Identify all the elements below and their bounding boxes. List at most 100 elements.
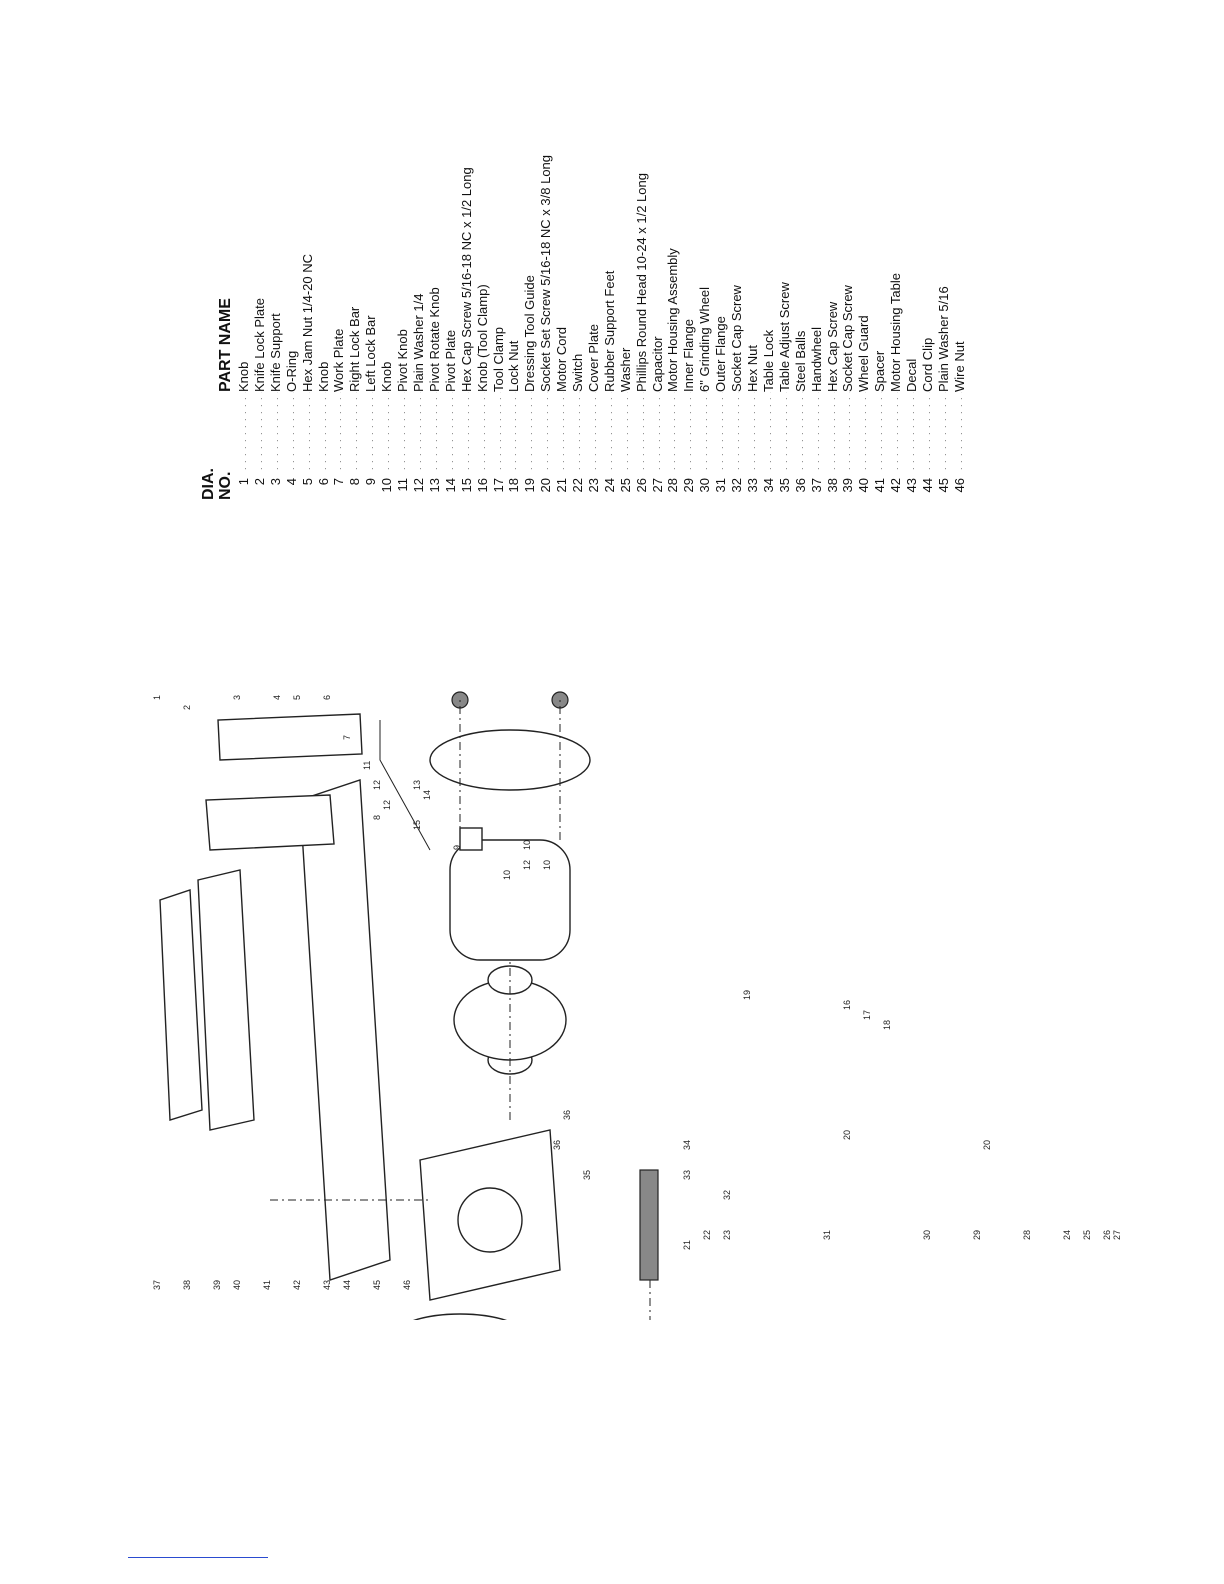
part-name: Work Plate — [331, 328, 347, 392]
pivot-plate — [217, 713, 363, 761]
leader-dots: . . . . . . . . . . . . . . . . — [747, 392, 757, 470]
part-row: 16. . . . . . . . . . . . . . . .Knob (T… — [475, 80, 491, 500]
leader-dots: . . . . . . . . . . . . . . . . — [762, 392, 773, 470]
part-name: Knife Lock Plate — [251, 298, 267, 392]
dia-label: DIA. — [200, 468, 217, 500]
part-name: Pivot Rotate Knob — [426, 287, 442, 392]
part-row: 27. . . . . . . . . . . . . . . .Capacit… — [650, 80, 666, 500]
callout-number: 26 — [1102, 1230, 1112, 1240]
part-number: 28 — [665, 478, 681, 493]
leader-dots: . . . . . . . . . . . . . . . . — [619, 392, 630, 470]
part-name: Lock Nut — [506, 340, 522, 392]
part-name: Hex Jam Nut 1/4-20 NC — [299, 254, 315, 392]
part-name: Inner Flange — [681, 319, 697, 392]
part-row: 34. . . . . . . . . . . . . . . .Table L… — [761, 80, 777, 500]
parts-list-header: DIA. NO. PART NAME — [200, 80, 234, 500]
leader-dots: . . . . . . . . . . . . . . . . — [285, 392, 296, 470]
leader-dots: . . . . . . . . . . . . . . . . — [508, 392, 519, 470]
part-number: 24 — [601, 478, 617, 493]
part-row: 26. . . . . . . . . . . . . . . .Phillip… — [634, 80, 650, 500]
leader-dots: . . . . . . . . . . . . . . . . — [699, 392, 710, 470]
part-name: Hex Nut — [745, 345, 760, 392]
leader-dots: . . . . . . . . . . . . . . . . — [587, 392, 598, 470]
part-name: Decal — [904, 358, 920, 392]
part-number: 39 — [840, 478, 856, 493]
leader-dots: . . . . . . . . . . . . . . . . — [953, 392, 964, 470]
footer-underline — [128, 1557, 268, 1558]
part-number: 11 — [395, 478, 411, 492]
leader-dots: . . . . . . . . . . . . . . . . — [444, 392, 455, 470]
part-row: 12. . . . . . . . . . . . . . . .Plain W… — [411, 80, 427, 500]
leader-dots: . . . . . . . . . . . . . . . . — [603, 392, 614, 470]
leader-dots: . . . . . . . . . . . . . . . . — [715, 392, 726, 470]
part-row: 19. . . . . . . . . . . . . . . .Dressin… — [522, 80, 538, 500]
part-number: 35 — [776, 478, 792, 493]
motor-housing — [449, 839, 571, 961]
part-name: Table Adjust Screw — [776, 282, 792, 392]
leader-dots: . . . . . . . . . . . . . . . . — [492, 392, 503, 470]
part-number: 33 — [745, 478, 760, 493]
part-name: Tool Clamp — [490, 326, 506, 392]
leader-dots: . . . . . . . . . . . . . . . . — [412, 392, 423, 470]
part-name: Washer — [617, 347, 633, 392]
part-name: Knob — [315, 361, 331, 392]
callout-number: 34 — [682, 1140, 692, 1150]
part-number: 27 — [649, 478, 665, 493]
work-plate — [299, 779, 391, 1281]
part-row: 18. . . . . . . . . . . . . . . .Lock Nu… — [506, 80, 522, 500]
leader-dots: . . . . . . . . . . . . . . . . — [858, 392, 869, 470]
leader-dots: . . . . . . . . . . . . . . . . — [906, 392, 917, 470]
callout-number: 1 — [152, 695, 162, 700]
part-row: 24. . . . . . . . . . . . . . . .Rubber … — [602, 80, 618, 500]
part-number: 40 — [856, 478, 872, 493]
leader-dots: . . . . . . . . . . . . . . . . — [890, 392, 901, 470]
part-row: 6. . . . . . . . . . . . . . . .Knob — [316, 80, 332, 500]
part-row: 41. . . . . . . . . . . . . . . .Spacer — [872, 80, 888, 500]
part-name: Wheel Guard — [856, 315, 872, 392]
leader-dots: . . . . . . . . . . . . . . . . — [794, 392, 805, 470]
callout-number: 39 — [212, 1280, 222, 1290]
callout-number: 13 — [412, 780, 422, 790]
no-label: NO. — [217, 471, 234, 500]
part-number: 42 — [888, 478, 904, 493]
part-name: Plain Washer 1/4 — [410, 293, 426, 392]
part-number: 23 — [585, 478, 601, 493]
part-name: Pivot Plate — [442, 329, 458, 392]
part-name: Cover Plate — [585, 324, 601, 392]
leader-dots: . . . . . . . . . . . . . . . . — [381, 392, 392, 470]
callout-number: 38 — [182, 1280, 192, 1290]
part-name: Switch — [570, 353, 586, 392]
part-number: 2 — [251, 478, 267, 486]
part-number: 6 — [315, 478, 331, 486]
leader-dots: . . . . . . . . . . . . . . . . — [524, 392, 535, 470]
leader-dots: . . . . . . . . . . . . . . . . — [238, 392, 248, 470]
leader-dots: . . . . . . . . . . . . . . . . — [365, 392, 376, 470]
part-number: 21 — [554, 478, 570, 493]
part-name: Dressing Tool Guide — [522, 275, 538, 392]
part-name: Motor Housing Table — [888, 273, 904, 392]
callout-number: 14 — [422, 790, 432, 800]
part-number: 17 — [490, 478, 506, 493]
part-name: Handwheel — [808, 326, 824, 392]
leader-dots: . . . . . . . . . . . . . . . . — [778, 392, 789, 470]
part-number: 46 — [951, 478, 967, 493]
table-adjust-screw — [639, 1169, 659, 1281]
callout-number: 16 — [842, 1000, 852, 1010]
callout-number: 5 — [292, 695, 302, 700]
leader-dots: . . . . . . . . . . . . . . . . — [476, 392, 487, 470]
part-number: 32 — [729, 478, 745, 493]
part-row: 10. . . . . . . . . . . . . . . .Knob — [379, 80, 395, 500]
callout-number: 3 — [232, 695, 242, 700]
part-row: 28. . . . . . . . . . . . . . . .Motor H… — [665, 80, 681, 500]
cover-plate — [429, 729, 591, 791]
callout-number: 21 — [682, 1240, 692, 1250]
part-number: 4 — [283, 478, 299, 486]
callout-number: 44 — [342, 1280, 352, 1290]
part-row: 45. . . . . . . . . . . . . . . .Plain W… — [936, 80, 952, 500]
part-row: 14. . . . . . . . . . . . . . . .Pivot P… — [443, 80, 459, 500]
part-name: Knob — [236, 361, 251, 392]
part-row: 11. . . . . . . . . . . . . . . .Pivot K… — [395, 80, 411, 500]
leader-dots: . . . . . . . . . . . . . . . . — [842, 392, 853, 470]
part-row: 39. . . . . . . . . . . . . . . .Socket … — [840, 80, 856, 500]
